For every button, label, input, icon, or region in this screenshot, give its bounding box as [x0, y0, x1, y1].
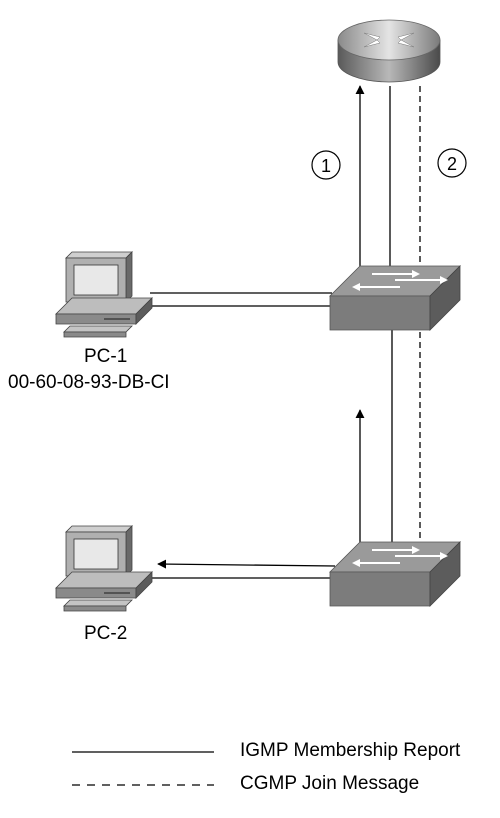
step-1-label: 1: [321, 156, 331, 176]
legend-dashed-label: CGMP Join Message: [240, 773, 420, 794]
switch-top-icon: [329, 265, 461, 331]
pc1-name-label: PC-1: [84, 346, 128, 367]
legend: [72, 751, 214, 786]
router-icon: [337, 19, 441, 83]
connections: [150, 85, 393, 579]
pc2-name-label: PC-2: [84, 623, 128, 644]
pc1-computer-icon: [55, 251, 153, 338]
legend-solid-label: IGMP Membership Report: [240, 740, 461, 761]
pc1-mac-label: 00-60-08-93-DB-CI: [8, 372, 170, 393]
step-2-label: 2: [447, 154, 457, 174]
step-1-badge: 1: [311, 150, 341, 180]
pc2-computer-icon: [55, 525, 153, 612]
switch-bottom-icon: [329, 541, 461, 607]
step-2-badge: 2: [437, 148, 467, 178]
pc2-to-switch-arrow: [157, 559, 336, 569]
